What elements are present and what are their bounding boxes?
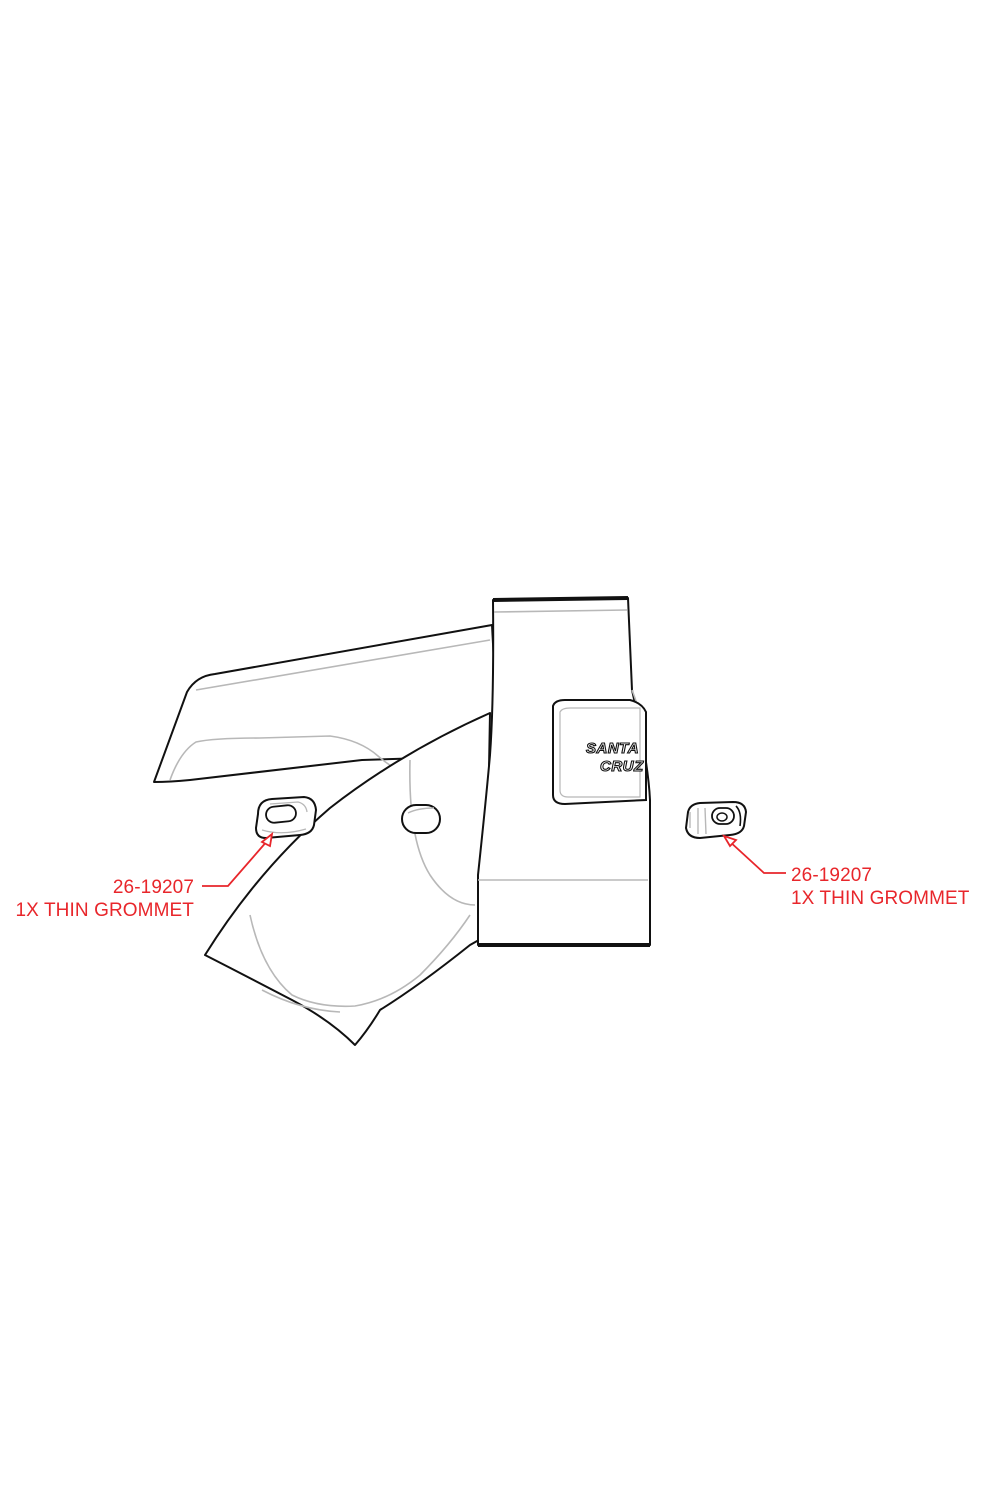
part-number-left: 26-19207 bbox=[112, 877, 194, 898]
part-description-right: 1X THIN GROMMET bbox=[791, 888, 970, 909]
callout-left: 26-19207 1X THIN GROMMET bbox=[16, 876, 195, 922]
leader-left bbox=[202, 831, 274, 887]
leader-right bbox=[721, 834, 786, 874]
top-tube-detail-lines bbox=[169, 639, 491, 781]
callout-right: 26-19207 1X THIN GROMMET bbox=[791, 864, 970, 910]
part-number-right: 26-19207 bbox=[791, 865, 873, 886]
grommet-left bbox=[254, 795, 318, 840]
logo-line2: CRUZ bbox=[600, 758, 644, 775]
part-description-left: 1X THIN GROMMET bbox=[15, 900, 194, 921]
grommet-right bbox=[684, 800, 748, 840]
down-tube-detail-lines bbox=[249, 759, 476, 1013]
santa-cruz-badge: SANTA CRUZ bbox=[552, 699, 647, 806]
logo-line1: SANTA bbox=[586, 740, 639, 757]
